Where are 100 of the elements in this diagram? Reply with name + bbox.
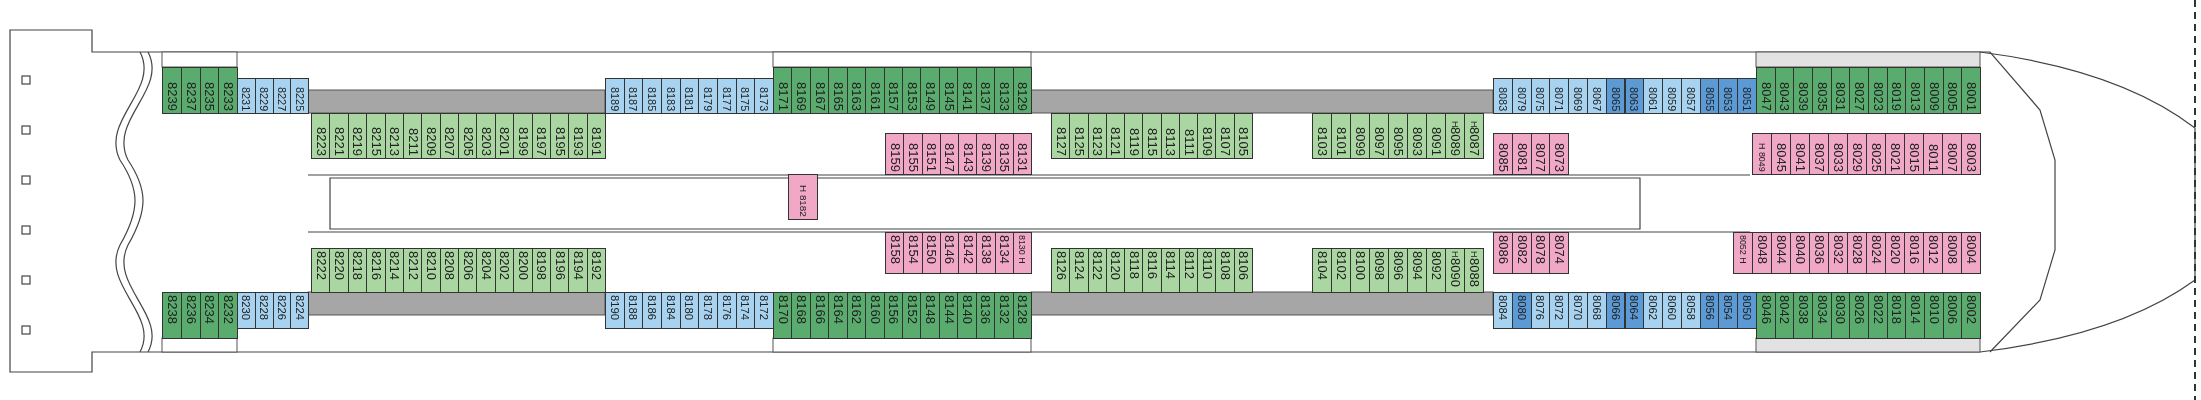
cabin-number: 8214 — [386, 251, 403, 280]
cabin — [828, 292, 848, 339]
cabin — [623, 292, 644, 329]
cabin-number: 8024 — [1868, 235, 1884, 264]
cabin — [1866, 232, 1886, 274]
cabin-number: 8080 — [1514, 295, 1529, 321]
cabin — [957, 292, 977, 339]
cabin — [1350, 113, 1370, 159]
cabin-number: 8111 — [1180, 129, 1197, 156]
cabin-number: 8094 — [1409, 251, 1425, 280]
cabin-number: 8010 — [1925, 295, 1942, 324]
cabin — [1426, 248, 1446, 293]
cabin — [1464, 248, 1484, 293]
cabin — [1312, 113, 1332, 159]
cabin — [976, 232, 996, 274]
cabin-number: 8058 — [1683, 295, 1698, 321]
cabin-number: 8004 — [1963, 235, 1979, 264]
cabin-number: 8222 — [312, 251, 329, 280]
cabin-number: 8152 — [903, 295, 920, 324]
cabin — [311, 113, 331, 159]
cabin-number: 8077 — [1532, 143, 1549, 172]
cabin-number: 8195 — [551, 127, 568, 156]
cabin-number: 8164 — [830, 295, 846, 324]
cabin — [642, 292, 662, 329]
cabin-number: 8068 — [1589, 295, 1604, 321]
cabin — [1051, 113, 1071, 159]
cabin — [586, 113, 606, 159]
cabin — [1142, 248, 1162, 293]
cabin — [513, 113, 533, 159]
cabin-number: 8134 — [996, 235, 1013, 264]
cabin-number: 8136 — [977, 295, 994, 324]
cabin — [1624, 78, 1645, 114]
cabin — [1774, 292, 1795, 339]
cabin — [1312, 248, 1332, 293]
cabin — [531, 113, 551, 159]
cabin-number: 8129 — [1014, 82, 1031, 111]
cabin-number: 8203 — [478, 127, 495, 156]
cabin-number: 8016 — [1906, 235, 1922, 264]
cabin — [1445, 113, 1465, 159]
cabin-number: 8199 — [514, 127, 531, 156]
cabin-number: 8176 — [719, 295, 734, 321]
cabin — [605, 292, 625, 329]
cabin-number: 8044 — [1773, 235, 1789, 264]
cabin — [1756, 67, 1776, 114]
cabin — [828, 67, 848, 114]
cabin-number: 8232 — [220, 295, 237, 324]
cabin-number: 8187 — [626, 86, 641, 111]
cabin-number: 8194 — [569, 251, 586, 280]
cabin-number: 8153 — [903, 82, 920, 111]
cabin — [1905, 67, 1925, 114]
cabin-number: 8042 — [1776, 295, 1793, 324]
cabin-number: 8035 — [1813, 82, 1830, 111]
cabin-number: 8171 — [774, 82, 791, 111]
cabin-number: 8122 — [1089, 251, 1106, 280]
cabin — [1868, 292, 1888, 339]
cabin-number: 8121 — [1107, 127, 1124, 156]
cabin-number: 8056 — [1702, 295, 1717, 321]
cabin-number: 8119 — [1125, 128, 1142, 156]
cabin — [1511, 133, 1532, 175]
cabin — [1407, 113, 1427, 159]
cabin-number: 8036 — [1811, 235, 1827, 264]
cabin — [1215, 113, 1235, 159]
cabin-number: 8149 — [922, 82, 939, 111]
cabin — [1718, 78, 1739, 114]
cabin-number: 8006 — [1944, 295, 1961, 324]
cabin — [1849, 67, 1869, 114]
cabin — [1828, 232, 1848, 274]
cabin — [1586, 78, 1607, 114]
cabin — [1828, 133, 1848, 175]
cabin-number: 8175 — [738, 86, 753, 111]
cabin-number: 8096 — [1390, 251, 1406, 280]
cabin-number: 8066 — [1608, 295, 1623, 321]
cabin-number: 8237 — [182, 82, 199, 111]
cabin — [476, 248, 496, 293]
cabin — [1961, 232, 1981, 274]
cabin — [939, 133, 959, 175]
cabin — [903, 133, 923, 175]
cabin — [1530, 292, 1551, 329]
cabin — [921, 232, 941, 274]
cabin-number: 8128 — [1014, 295, 1031, 324]
cabin-number: 8189 — [607, 86, 622, 111]
cabin — [1549, 133, 1569, 175]
cabin — [1493, 292, 1513, 329]
cabin — [1942, 292, 1963, 339]
cabin-number: 8012 — [1925, 235, 1941, 264]
cabin — [698, 78, 718, 114]
cabin — [920, 67, 940, 114]
cabin-number: 8076 — [1533, 295, 1548, 321]
cabin — [1942, 67, 1963, 114]
cabin — [1793, 292, 1813, 339]
cabin-number: H 8182 — [797, 185, 810, 217]
cabin — [237, 292, 256, 329]
cabin-number: 8098 — [1371, 251, 1387, 280]
cabin — [366, 113, 386, 159]
cabin — [1624, 292, 1645, 329]
cabin-number: 8185 — [645, 86, 660, 111]
cabin-number: 8132 — [995, 295, 1012, 324]
cabin-number: 8001 — [1963, 82, 1980, 111]
cabin — [1699, 292, 1720, 329]
cabin — [1866, 133, 1886, 175]
